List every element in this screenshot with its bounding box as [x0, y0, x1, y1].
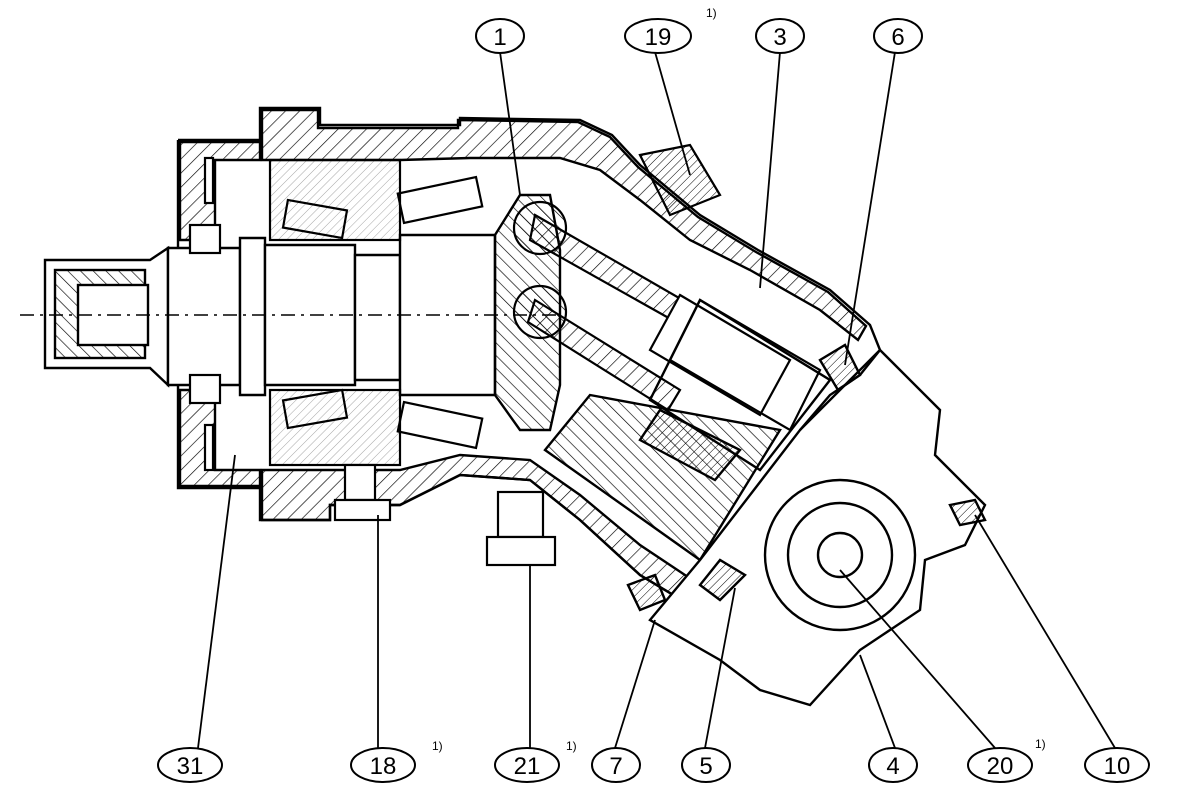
callout-4: 4: [868, 747, 918, 783]
callout-label: 4: [886, 753, 899, 780]
callout-20: 20 1): [967, 737, 1046, 783]
callout-3: 3: [755, 18, 805, 54]
callout-label: 1: [493, 24, 506, 51]
pistons: [512, 200, 822, 432]
callout-label: 21: [514, 753, 541, 780]
plugs: [333, 143, 722, 567]
cylinder-block: [543, 298, 832, 562]
callout-footnote: 1): [566, 739, 577, 753]
callout-19: 19 1): [624, 6, 717, 54]
callout-1: 1: [475, 18, 525, 54]
drive-shaft: [20, 193, 562, 432]
callout-footnote: 1): [706, 6, 717, 20]
callout-label: 18: [370, 753, 397, 780]
callout-21: 21 1): [494, 739, 577, 783]
callout-31: 31: [157, 747, 223, 783]
port-plate: [626, 343, 987, 707]
callout-label: 6: [891, 24, 904, 51]
leader-lines: [197, 51, 1116, 749]
callout-label: 19: [645, 24, 672, 51]
callout-6: 6: [873, 18, 923, 54]
callout-label: 5: [699, 753, 712, 780]
callout-10: 10: [1084, 747, 1150, 783]
bearings: [188, 156, 484, 472]
callout-5: 5: [681, 747, 731, 783]
callout-label: 20: [987, 753, 1014, 780]
callout-footnote: 1): [432, 739, 443, 753]
callout-18: 18 1): [350, 739, 443, 783]
callout-label: 3: [773, 24, 786, 51]
callout-label: 31: [177, 753, 204, 780]
callout-label: 10: [1104, 753, 1131, 780]
callout-label: 7: [609, 753, 622, 780]
callout-footnote: 1): [1035, 737, 1046, 751]
callout-7: 7: [591, 747, 641, 783]
